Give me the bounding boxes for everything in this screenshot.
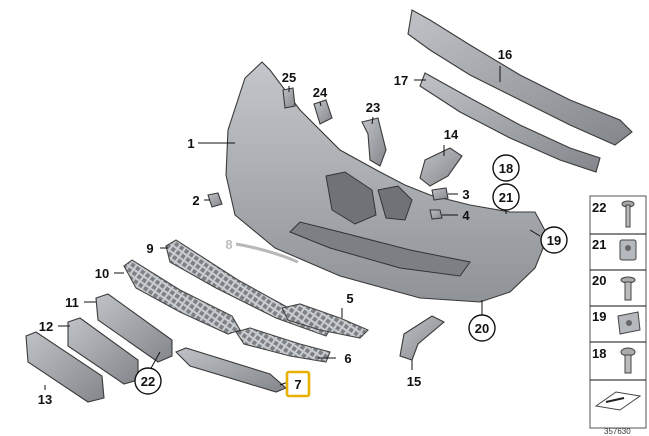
bolt-washer-icon-20 — [620, 276, 636, 301]
bracket-part-15 — [399, 315, 445, 361]
highlight-box-7 — [285, 370, 311, 398]
lower-intake-opening — [289, 221, 471, 277]
legend-item-22: 22 — [592, 200, 606, 215]
callout-17: 17 — [394, 73, 408, 88]
callout-15: 15 — [407, 374, 421, 389]
callout-8: 8 — [225, 237, 232, 252]
callout-circle-22 — [134, 367, 162, 395]
bracket-part-25 — [282, 87, 296, 109]
callout-21: 21 — [499, 190, 513, 205]
trim-part-8 — [235, 242, 299, 264]
carrier-strip-part-17 — [419, 72, 601, 173]
callout-24: 24 — [313, 85, 328, 100]
callout-circle-21 — [492, 183, 520, 211]
bumper-cover-part-1 — [225, 61, 549, 303]
screw-icon-22 — [621, 200, 635, 228]
strip-part-7 — [175, 347, 288, 393]
callout-1: 1 — [187, 136, 194, 151]
clip-nut-icon-21 — [619, 239, 637, 261]
document-number: 357630 — [604, 427, 631, 436]
grille-part-5 — [281, 303, 369, 339]
callout-13: 13 — [38, 392, 52, 407]
legend-item-19: 19 — [592, 309, 606, 324]
screw-washer-icon-18 — [620, 347, 636, 374]
callout-18: 18 — [499, 161, 513, 176]
plate-part-13 — [25, 331, 105, 403]
grille-opening-left — [325, 171, 377, 225]
callout-circle-18 — [492, 154, 520, 182]
clip-part-2 — [207, 192, 223, 208]
grille-opening-right — [377, 185, 413, 221]
callout-11: 11 — [65, 295, 79, 310]
clip-part-3 — [431, 187, 449, 201]
callout-3: 3 — [462, 187, 469, 202]
callout-6: 6 — [344, 351, 351, 366]
callout-25: 25 — [282, 70, 296, 85]
leader-lines — [44, 66, 541, 390]
callout-22: 22 — [141, 374, 155, 389]
callout-23: 23 — [366, 100, 380, 115]
callout-5: 5 — [346, 291, 353, 306]
legend-item-20: 20 — [592, 273, 606, 288]
callout-7: 7 — [294, 377, 301, 392]
fastener-legend: 22 21 20 19 18 — [589, 195, 647, 429]
callout-2: 2 — [192, 193, 199, 208]
grille-part-10 — [123, 259, 241, 335]
grille-part-6 — [235, 327, 331, 363]
clip-part-4 — [429, 209, 443, 220]
callout-10: 10 — [95, 266, 109, 281]
cover-part-14 — [419, 147, 463, 187]
carrier-beam-part-16 — [407, 9, 633, 146]
callout-20: 20 — [475, 321, 489, 336]
bracket-part-24 — [313, 99, 333, 125]
bracket-part-23 — [361, 117, 387, 167]
callout-4: 4 — [462, 208, 470, 223]
spring-nut-icon-19 — [617, 311, 641, 335]
callout-circle-19 — [540, 226, 568, 254]
callout-19: 19 — [547, 233, 561, 248]
callout-9: 9 — [146, 241, 153, 256]
legend-item-18: 18 — [592, 346, 606, 361]
callout-12: 12 — [39, 319, 53, 334]
callout-14: 14 — [444, 127, 459, 142]
callout-circle-20 — [468, 314, 496, 342]
callout-16: 16 — [498, 47, 512, 62]
direction-arrow-icon — [594, 391, 642, 411]
callout-labels: 1 2 3 4 5 6 7 8 9 10 11 12 13 14 15 16 1… — [38, 47, 561, 407]
plate-part-11 — [95, 293, 173, 363]
legend-item-21: 21 — [592, 237, 606, 252]
